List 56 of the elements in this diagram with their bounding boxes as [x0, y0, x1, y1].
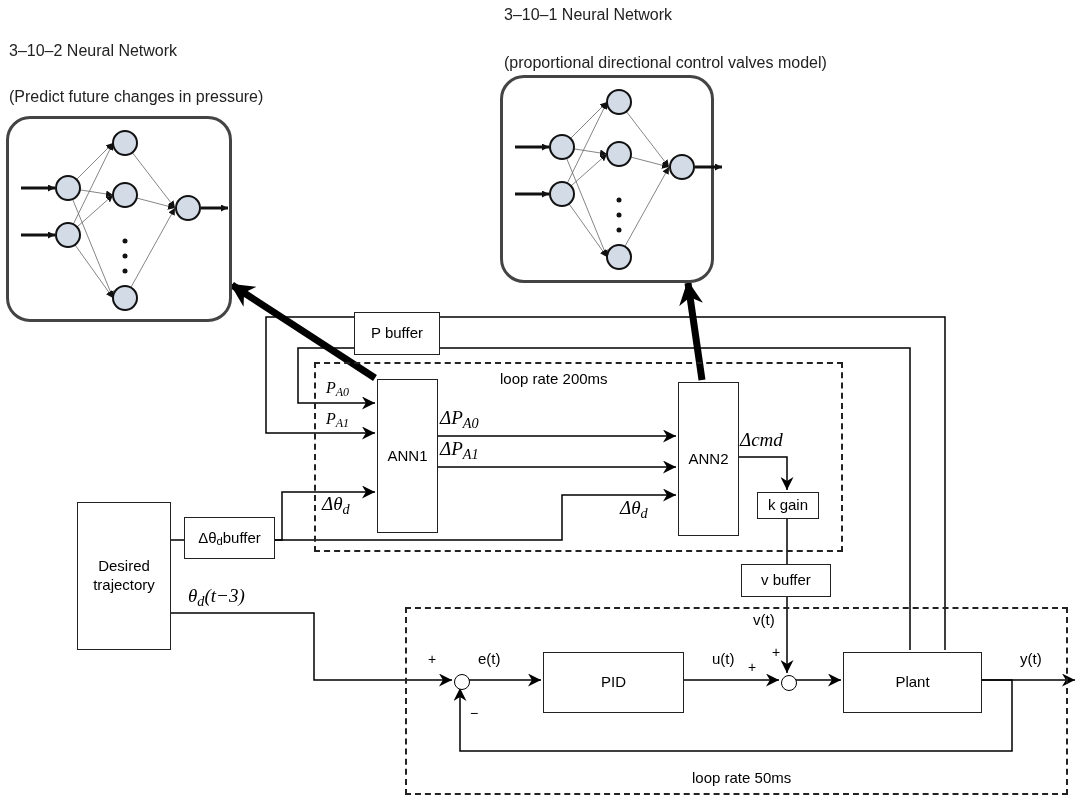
- block-label: v buffer: [761, 571, 811, 590]
- block-label: Desired trajectory: [92, 557, 156, 595]
- connector-line: [439, 316, 946, 651]
- block-box: [543, 652, 684, 713]
- arrow: [230, 282, 377, 381]
- edge-label: Δcmd: [740, 430, 783, 449]
- edge-label: ΔP$_{A0}$: [440, 408, 479, 427]
- edge-label: Δθ$_{d}$: [322, 494, 350, 513]
- block-label: Δθ$_{d}$buffer: [198, 528, 261, 548]
- dashed-loop-frame: [314, 362, 843, 552]
- arrow: [453, 679, 1013, 752]
- block-label: P buffer: [371, 324, 423, 343]
- edge-label: θ$_{d}$(t−3): [188, 586, 245, 605]
- connector-line: [170, 539, 185, 541]
- edge-label: P$_{A1}$: [326, 411, 350, 427]
- edge-label: u(t): [712, 651, 735, 666]
- block-label: PID: [601, 673, 626, 692]
- edge-label: ΔP$_{A1}$: [440, 439, 479, 458]
- block-box: [377, 379, 438, 533]
- edge-label: P$_{A0}$: [326, 380, 350, 396]
- arrow: [794, 673, 842, 687]
- block-box: [184, 517, 275, 559]
- block-label: ANN1: [387, 446, 428, 466]
- connector-line: [439, 347, 911, 651]
- loop-rate-label: loop rate 200ms: [500, 369, 608, 389]
- arrow: [170, 612, 453, 687]
- block-box: [354, 312, 440, 355]
- edge-label: Δθ$_{d}$: [620, 498, 648, 517]
- sign-label: +: [748, 660, 757, 674]
- arrow: [297, 347, 376, 410]
- arrow: [274, 488, 677, 541]
- sign-label: −: [470, 706, 479, 720]
- block-box: [77, 502, 171, 650]
- panel-heading: (Predict future changes in pressure): [9, 87, 264, 107]
- summing-junction: [781, 675, 797, 691]
- block-box: [843, 652, 982, 713]
- arrow: [780, 596, 794, 674]
- edge-label: y(t): [1020, 651, 1042, 666]
- block-box: [678, 382, 739, 536]
- summing-junction: [454, 674, 470, 690]
- sign-label: +: [772, 645, 781, 659]
- block-box: [757, 492, 819, 519]
- block-label: k gain: [768, 496, 808, 515]
- arrow: [265, 316, 376, 440]
- block-label: Plant: [895, 673, 930, 692]
- loop-rate-label: loop rate 50ms: [692, 768, 792, 788]
- panel-heading: 3–10–1 Neural Network: [504, 5, 673, 25]
- block-box: [741, 564, 831, 597]
- panel-heading: 3–10–2 Neural Network: [9, 41, 178, 61]
- arrow: [467, 673, 542, 687]
- block-label: ANN2: [688, 449, 729, 469]
- sign-label: +: [428, 652, 437, 666]
- dashed-loop-frame: [405, 607, 1068, 795]
- edge-label: v(t): [753, 612, 775, 627]
- edge-label: e(t): [478, 651, 501, 666]
- panel-heading: (proportional directional control valves model): [504, 53, 827, 73]
